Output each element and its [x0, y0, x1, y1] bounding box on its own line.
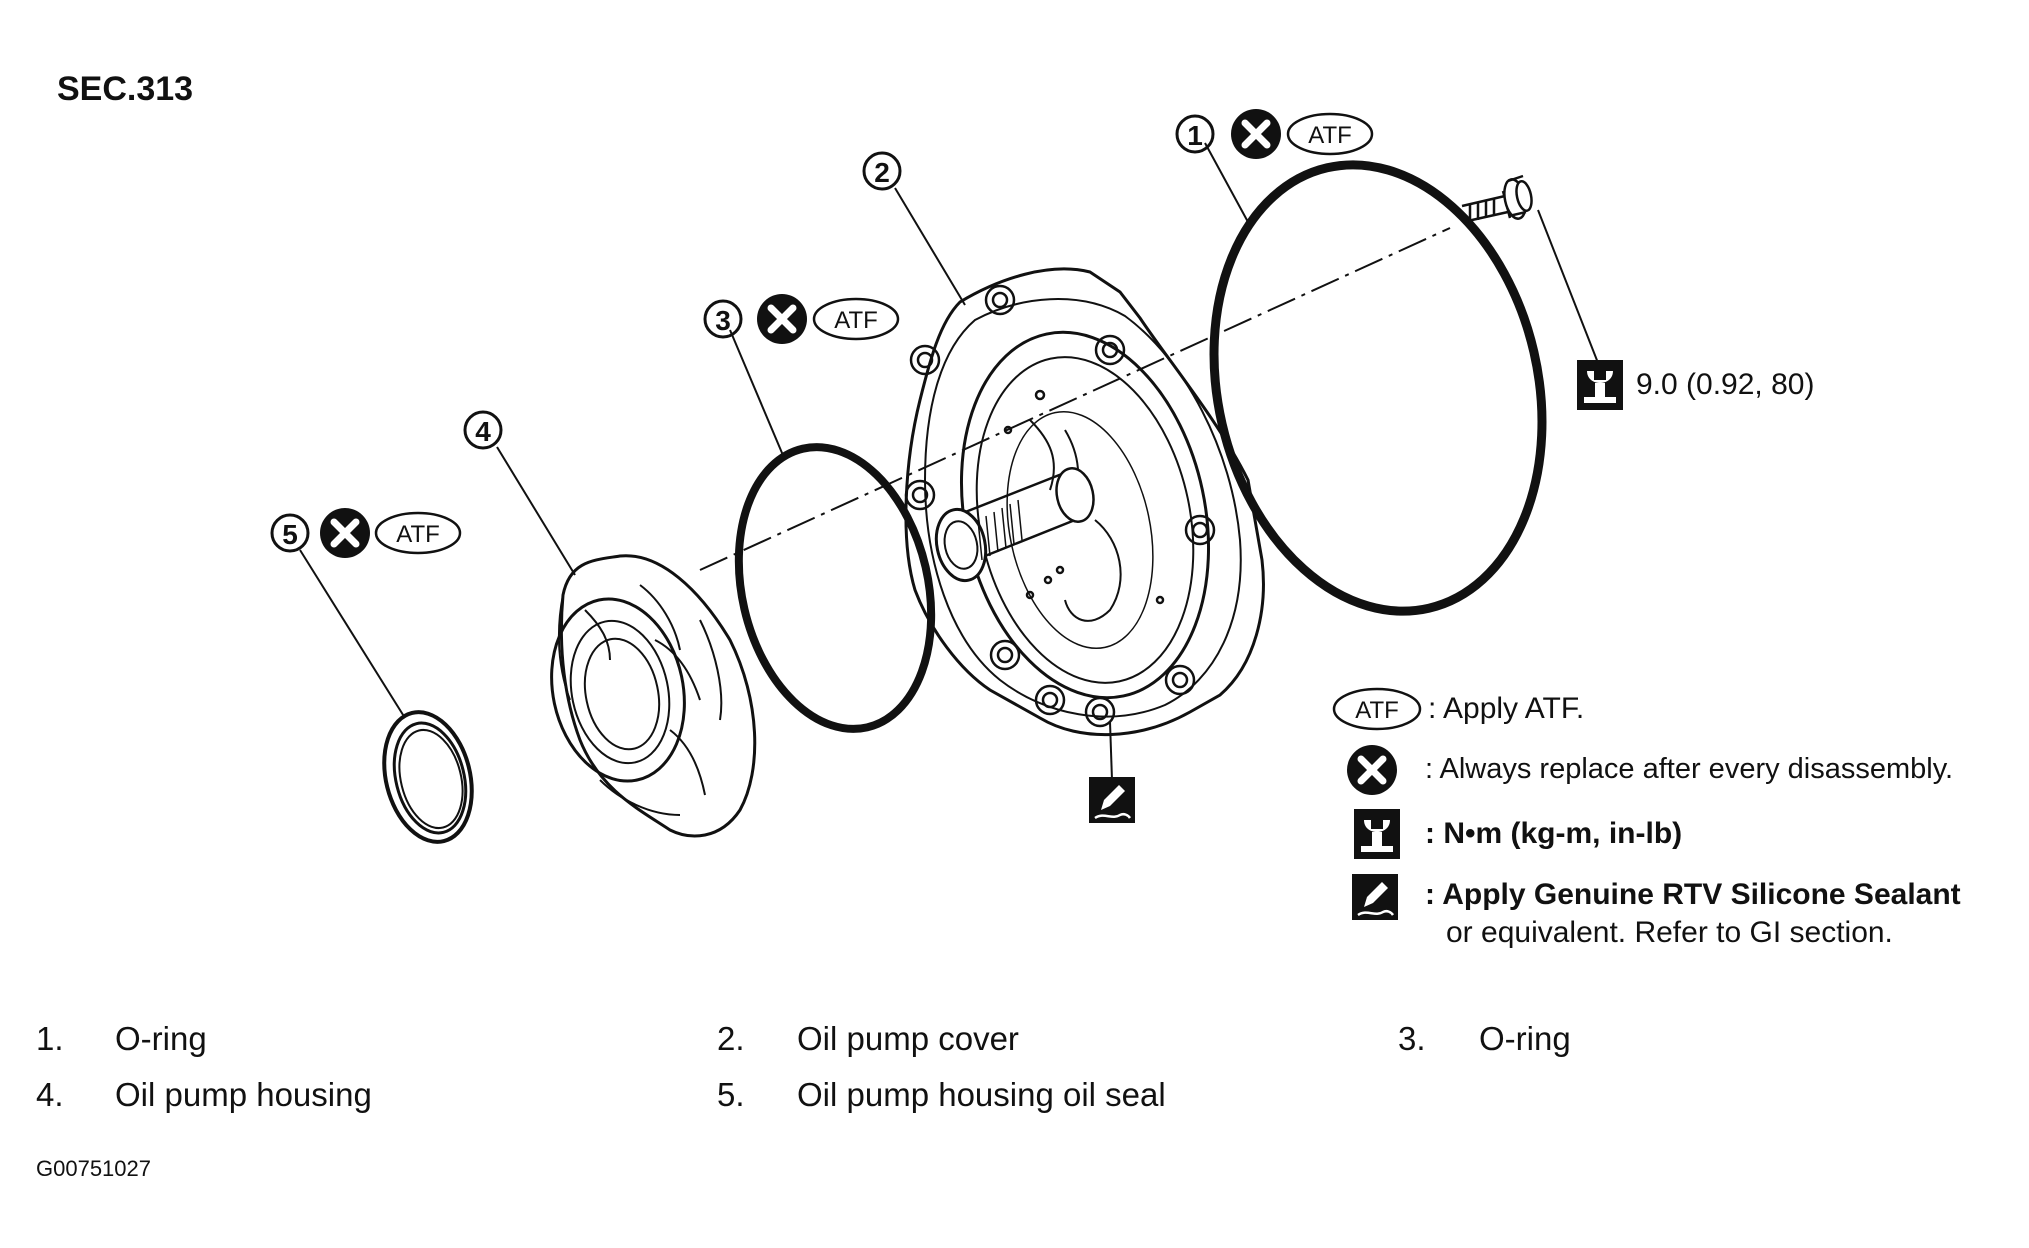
- x-circle-icon: [757, 294, 807, 344]
- x-circle-icon: [320, 508, 370, 558]
- callout-2-label: 2: [874, 157, 890, 188]
- o-ring-small: [734, 443, 936, 733]
- part-1-number: 1.: [36, 1020, 64, 1057]
- part-5-number: 5.: [717, 1076, 745, 1113]
- atf-badge-1-text: ATF: [1308, 122, 1352, 149]
- torque-wrench-icon: [1352, 807, 1402, 861]
- atf-badge-3: ATF: [812, 297, 900, 341]
- cover-bolt: [1461, 174, 1533, 224]
- oil-pump-housing: [550, 554, 757, 838]
- figure-id: G00751027: [36, 1156, 151, 1181]
- part-4-name: Oil pump housing: [115, 1076, 372, 1113]
- part-2-number: 2.: [717, 1020, 745, 1057]
- x-circle-icon: [1347, 745, 1397, 795]
- legend-sealant-text-1: : Apply Genuine RTV Silicone Sealant: [1425, 878, 1961, 911]
- callout-5: 5: [270, 513, 310, 553]
- atf-badge-5: ATF: [374, 511, 462, 555]
- legend-replace-text: : Always replace after every disassembly…: [1425, 753, 1954, 785]
- legend-atf-badge-text: ATF: [1355, 697, 1399, 724]
- callout-3-label: 3: [715, 305, 731, 336]
- part-3-number: 3.: [1398, 1020, 1426, 1057]
- leader-lines: [299, 142, 1601, 781]
- part-2-name: Oil pump cover: [797, 1020, 1019, 1057]
- torque-wrench-icon: [1575, 358, 1625, 412]
- callout-5-label: 5: [282, 519, 298, 550]
- legend-atf-badge: ATF: [1332, 687, 1422, 731]
- oil-pump-cover: [904, 267, 1265, 737]
- callout-1-label: 1: [1187, 120, 1203, 151]
- oil-pump-housing-oil-seal: [382, 710, 474, 844]
- callout-2: 2: [862, 151, 902, 191]
- legend-atf-text: : Apply ATF.: [1428, 692, 1585, 725]
- sealant-pencil-icon: [1087, 775, 1137, 825]
- callout-4: 4: [463, 410, 503, 450]
- callout-3: 3: [703, 299, 743, 339]
- part-1-name: O-ring: [115, 1020, 207, 1057]
- atf-badge-5-text: ATF: [396, 521, 440, 548]
- x-circle-icon: [1231, 109, 1281, 159]
- legend-torque-text: : N•m (kg-m, in-lb): [1425, 817, 1683, 850]
- callout-1: 1: [1175, 114, 1215, 154]
- sealant-pencil-icon: [1350, 872, 1400, 922]
- legend-sealant-text-2: or equivalent. Refer to GI section.: [1446, 916, 1893, 949]
- part-3-name: O-ring: [1479, 1020, 1571, 1057]
- atf-badge-1: ATF: [1286, 112, 1374, 156]
- o-ring-large: [1209, 160, 1547, 616]
- torque-spec: 9.0 (0.92, 80): [1636, 368, 1815, 401]
- center-axis-line: [699, 227, 1451, 571]
- part-4-number: 4.: [36, 1076, 64, 1113]
- callout-4-label: 4: [475, 416, 491, 447]
- part-5-name: Oil pump housing oil seal: [797, 1076, 1166, 1113]
- atf-badge-3-text: ATF: [834, 307, 878, 334]
- section-code: SEC.313: [57, 70, 194, 108]
